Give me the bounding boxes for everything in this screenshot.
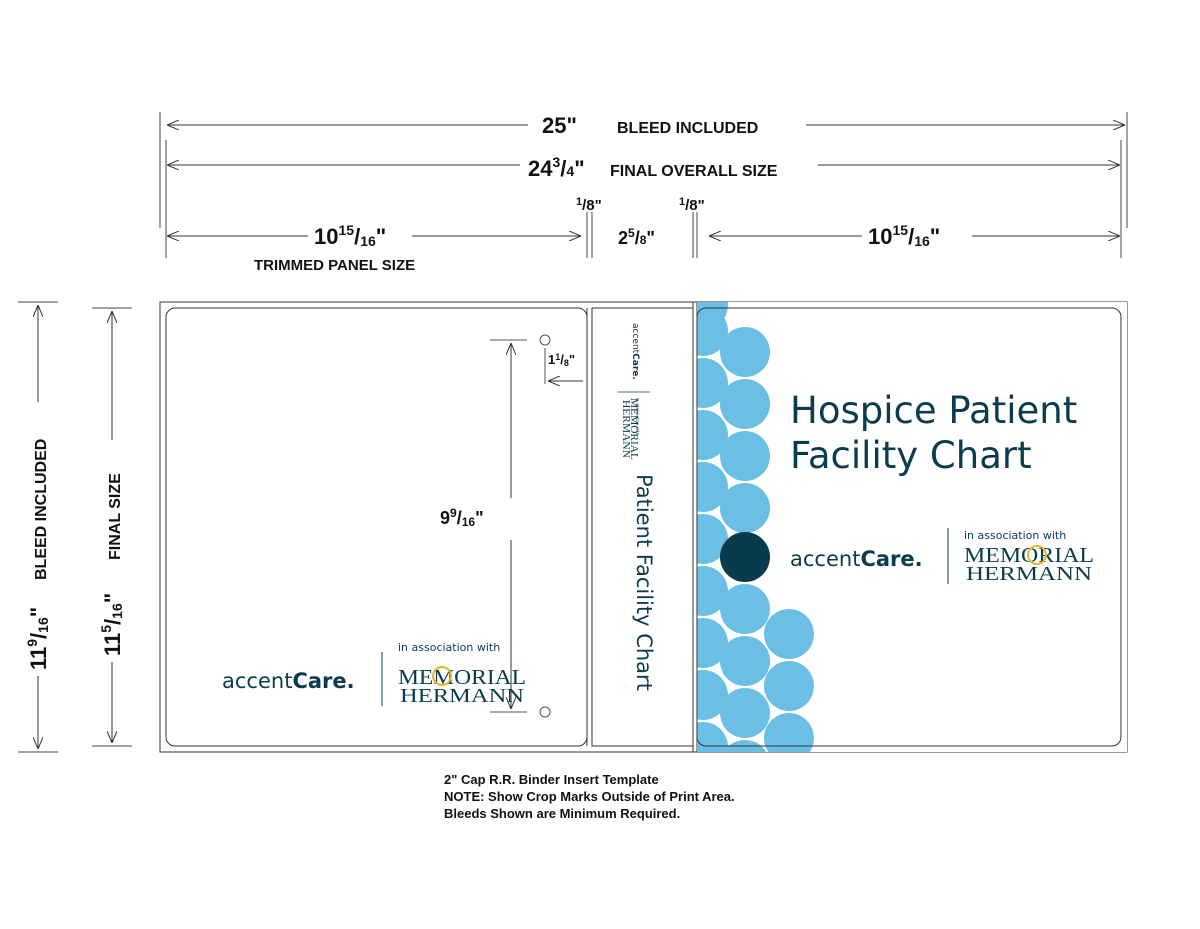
cover-title-line1: Hospice Patient xyxy=(790,389,1077,432)
decorative-circle xyxy=(720,379,770,429)
note-line-1: 2" Cap R.R. Binder Insert Template xyxy=(444,772,659,787)
mh-hermann-front: HERMANN xyxy=(966,563,1092,585)
decorative-circle xyxy=(764,713,814,752)
decorative-circle xyxy=(720,327,770,377)
right-panel-trim xyxy=(696,307,1122,747)
cover-title-line2: Facility Chart xyxy=(790,434,1032,477)
decorative-circle xyxy=(697,722,728,752)
decorative-circle xyxy=(720,584,770,634)
extension-lines xyxy=(18,112,1128,753)
bleed-width-label: BLEED INCLUDED xyxy=(617,120,758,137)
circle-pattern xyxy=(697,302,814,752)
decorative-circle xyxy=(697,566,728,616)
decorative-circle xyxy=(720,636,770,686)
dimension-arrows xyxy=(38,125,1124,748)
mh-hermann-spine: HERMANN xyxy=(620,400,631,458)
spine-value: 25/8" xyxy=(618,226,655,248)
ring-layout: 99/16" 11/8" xyxy=(440,334,583,718)
mh-o-ring-front xyxy=(1027,545,1047,565)
decorative-circle xyxy=(697,358,728,408)
bleed-height-label: BLEED INCLUDED xyxy=(33,439,50,580)
association-text-back: in association with xyxy=(398,641,500,654)
accentcare-logo-front: accentCare. xyxy=(790,547,923,571)
front-cover-content: Hospice Patient Facility Chart accentCar… xyxy=(790,389,1094,585)
hinge-left-value: 1/8" xyxy=(576,196,602,214)
ring-hole-bottom xyxy=(539,706,551,718)
hinge-right-value: 1/8" xyxy=(679,196,705,214)
front-cover xyxy=(697,302,1127,752)
decorative-circle xyxy=(764,661,814,711)
memorial-hermann-logo-spine: MEMORIAL xyxy=(628,398,639,460)
template-notes: 2" Cap R.R. Binder Insert Template NOTE:… xyxy=(444,771,735,822)
decorative-circle xyxy=(720,688,770,738)
right-panel-value: 1015/16" xyxy=(868,222,940,249)
ring-span-value: 99/16" xyxy=(440,506,484,529)
decorative-circle xyxy=(720,431,770,481)
memorial-hermann-logo-back: MEMORIAL xyxy=(398,665,526,689)
final-height-value: 115/16" xyxy=(98,593,125,656)
ring-offset-value: 11/8" xyxy=(548,352,575,368)
decorative-circle xyxy=(697,618,728,668)
association-text-spine: in association with xyxy=(635,398,640,436)
ring-hole-top xyxy=(539,334,551,346)
final-width-label: FINAL OVERALL SIZE xyxy=(610,163,778,180)
back-cover-logos: accentCare. in association with MEMORIAL… xyxy=(222,641,526,707)
spine: accentCare. in association with MEMORIAL… xyxy=(618,323,656,691)
accentcare-logo-spine: accentCare. xyxy=(630,323,640,380)
decorative-circle xyxy=(697,462,728,512)
trimmed-panel-label: TRIMMED PANEL SIZE xyxy=(254,257,415,274)
mh-o-ring-back xyxy=(432,666,452,686)
bleed-width-value: 25" xyxy=(542,113,577,138)
decorative-circle xyxy=(697,410,728,460)
dimension-labels: 25" BLEED INCLUDED 243/4" FINAL OVERALL … xyxy=(24,113,940,670)
accentcare-logo-back: accentCare. xyxy=(222,669,355,693)
association-text-front: in association with xyxy=(964,529,1066,542)
decorative-circle xyxy=(720,483,770,533)
decorative-circle xyxy=(697,306,728,356)
final-width-value: 243/4" xyxy=(528,154,585,181)
decorative-circle xyxy=(697,670,728,720)
bleed-height-value: 119/16" xyxy=(24,607,51,670)
final-height-label: FINAL SIZE xyxy=(107,473,124,560)
left-panel-value: 1015/16" xyxy=(314,222,386,249)
note-line-2: NOTE: Show Crop Marks Outside of Print A… xyxy=(444,789,735,804)
decorative-circle xyxy=(697,514,728,564)
dark-accent-circle xyxy=(720,532,770,582)
note-line-3: Bleeds Shown are Minimum Required. xyxy=(444,806,681,821)
decorative-circle xyxy=(764,609,814,659)
spine-title: Patient Facility Chart xyxy=(632,474,656,691)
mh-hermann-back: HERMANN xyxy=(400,685,524,707)
